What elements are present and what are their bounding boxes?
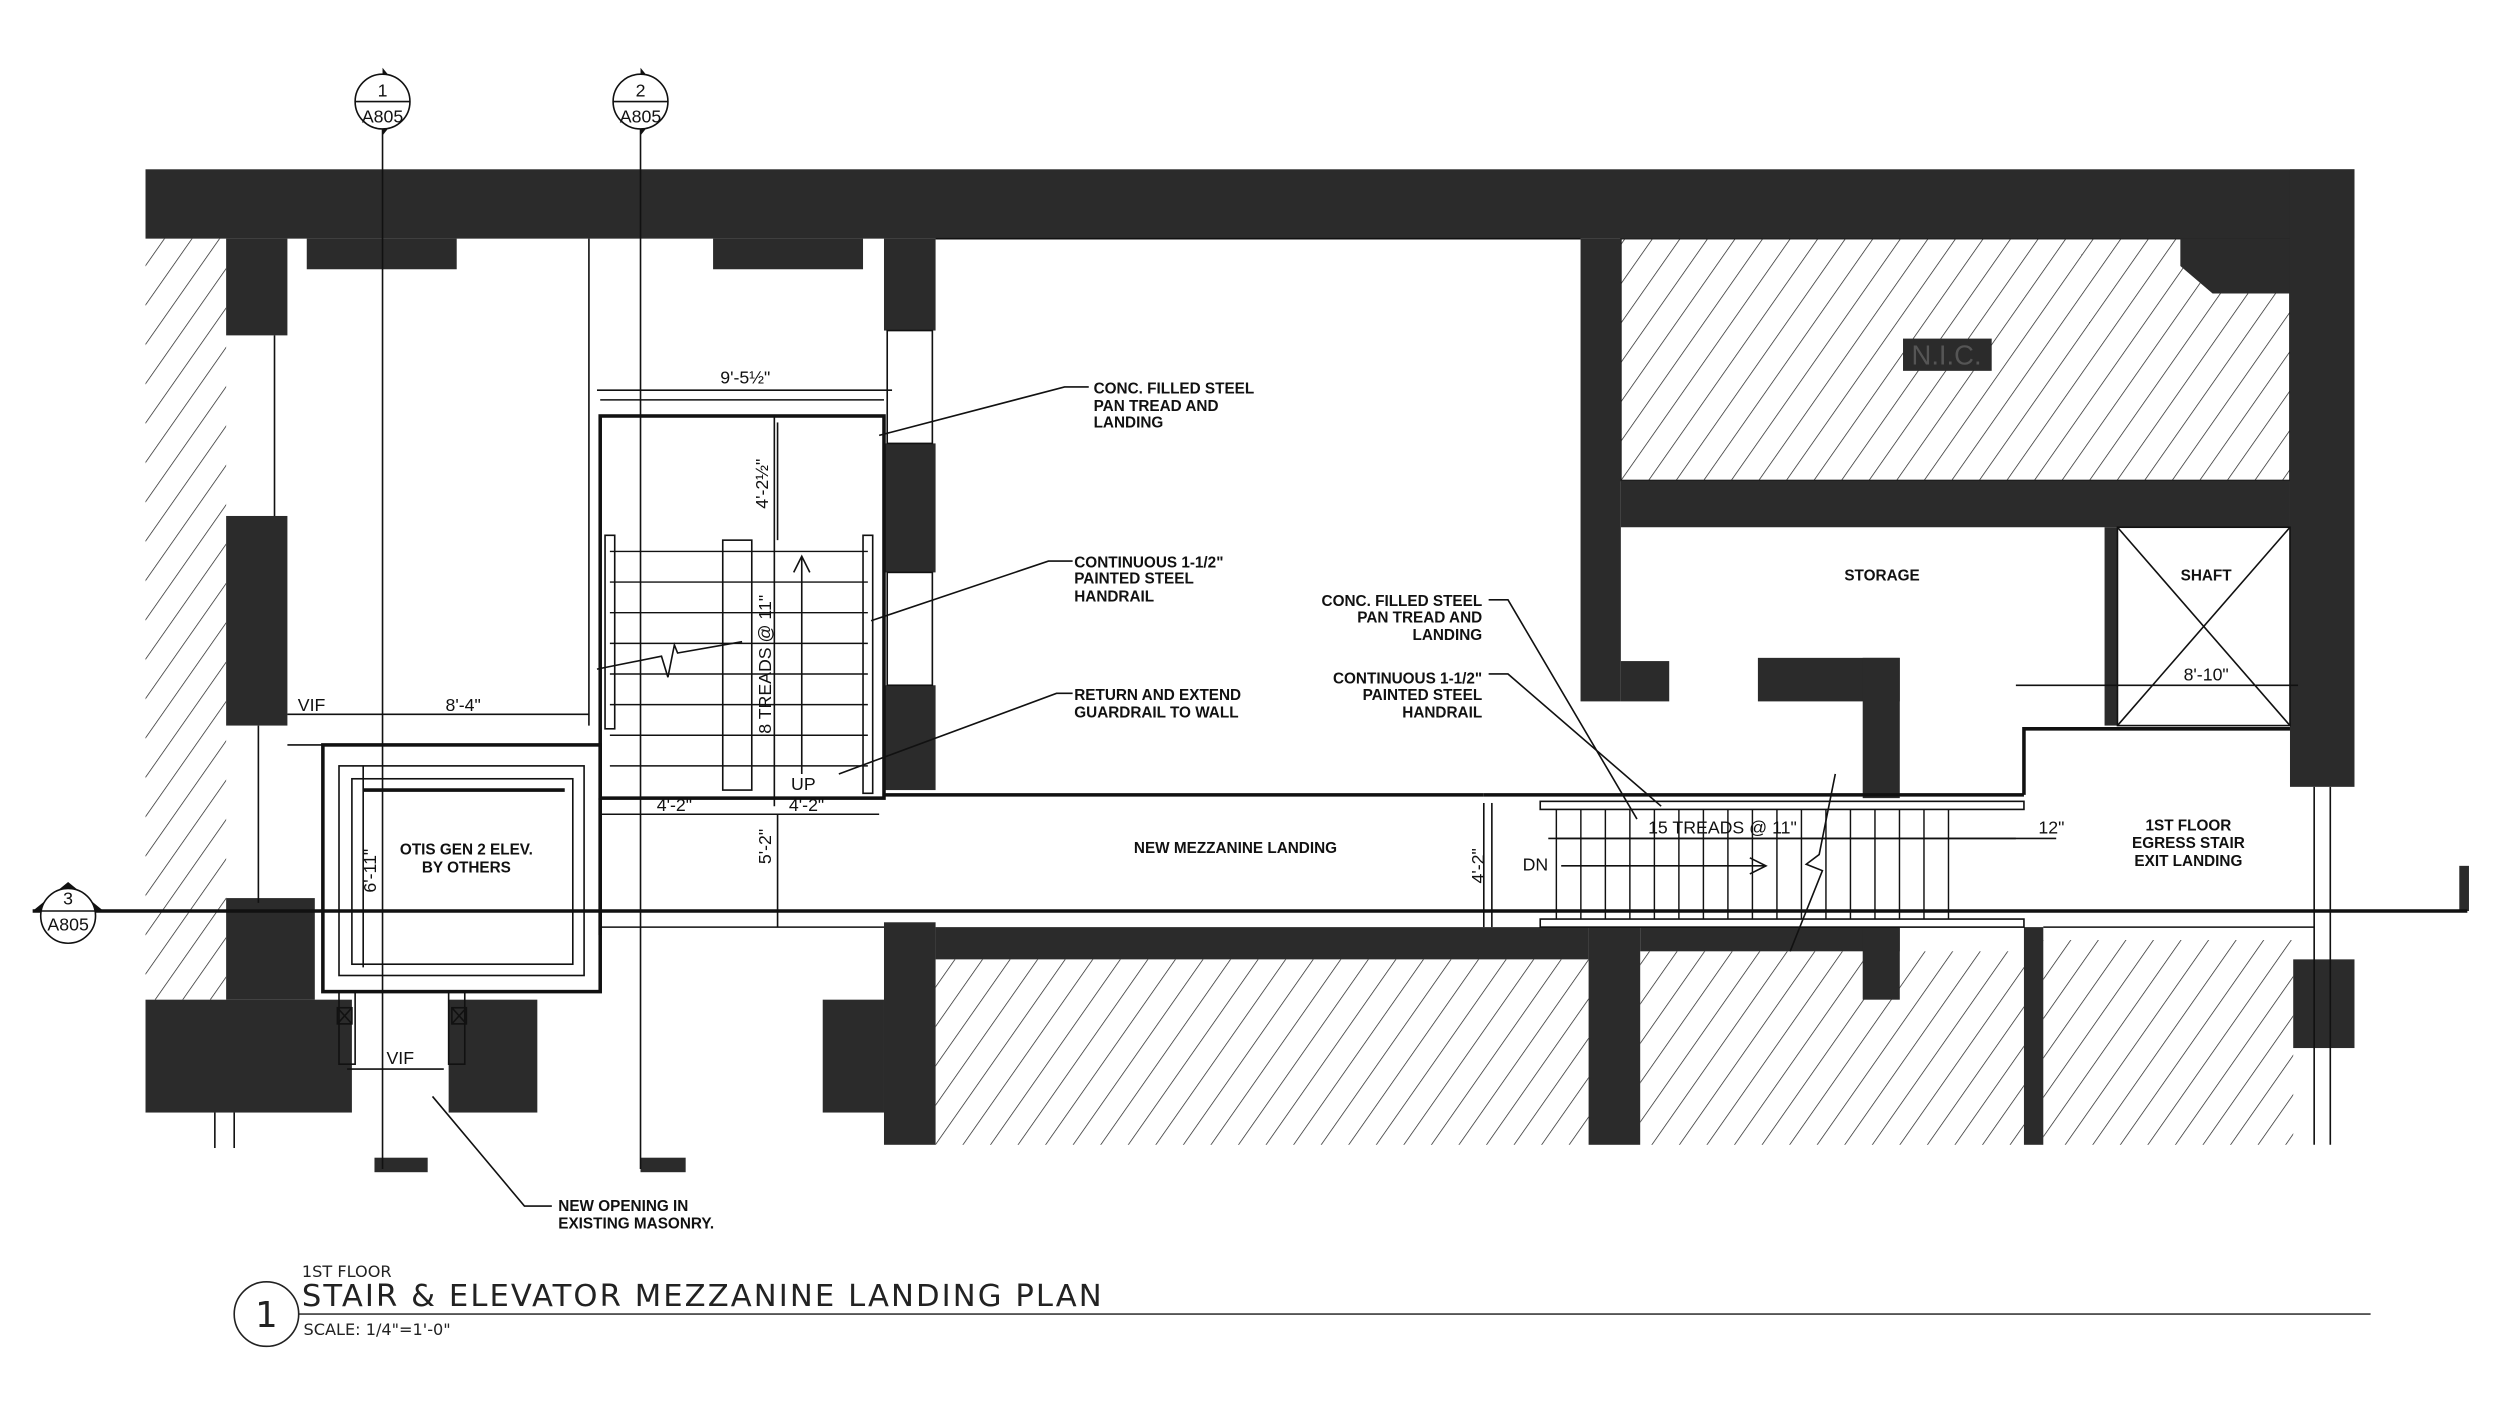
- marker-number: 1: [378, 81, 388, 101]
- drawing-title-block: 1 1ST FLOOR STAIR & ELEVATOR MEZZANINE L…: [233, 1262, 1102, 1348]
- note-guardrail: RETURN AND EXTEND GUARDRAIL TO WALL: [1074, 687, 1241, 722]
- svg-text:4'-2": 4'-2": [789, 795, 824, 815]
- svg-text:CONC. FILLED STEEL: CONC. FILLED STEEL: [1094, 380, 1255, 397]
- svg-text:HANDRAIL: HANDRAIL: [1074, 588, 1154, 605]
- svg-text:8'-4": 8'-4": [446, 695, 481, 715]
- svg-text:4'-2": 4'-2": [1468, 848, 1488, 883]
- landing-label: NEW MEZZANINE LANDING: [1134, 840, 1337, 857]
- svg-text:4'-2½": 4'-2½": [752, 459, 772, 509]
- svg-text:HANDRAIL: HANDRAIL: [1402, 705, 1482, 722]
- marker-number: 3: [63, 889, 73, 909]
- marker-sheet: A805: [362, 107, 404, 127]
- note-tread-2: CONC. FILLED STEEL PAN TREAD AND LANDING: [1322, 593, 1483, 644]
- svg-text:8'-10": 8'-10": [2184, 664, 2229, 684]
- elevator-label-1: OTIS GEN 2 ELEV.: [400, 842, 533, 859]
- note-tread-1: CONC. FILLED STEEL PAN TREAD AND LANDING: [1094, 380, 1255, 431]
- elevator-label-2: BY OTHERS: [422, 859, 511, 876]
- drawing-scale: SCALE: 1/4"=1'-0": [304, 1320, 451, 1339]
- svg-text:EXISTING MASONRY.: EXISTING MASONRY.: [558, 1216, 714, 1233]
- note-handrail-2: CONTINUOUS 1-1/2" PAINTED STEEL HANDRAIL: [1333, 671, 1482, 722]
- svg-text:4'-2": 4'-2": [657, 795, 692, 815]
- drawing-number: 1: [255, 1295, 278, 1336]
- svg-text:NEW OPENING IN: NEW OPENING IN: [558, 1198, 688, 1215]
- dimension-labels: 9'-5½" 4'-2½" 8 TREADS @ 11" UP VIF 8'-4…: [298, 368, 2229, 1068]
- svg-text:PAINTED STEEL: PAINTED STEEL: [1363, 687, 1483, 704]
- svg-text:LANDING: LANDING: [1094, 414, 1164, 431]
- marker-sheet: A805: [620, 107, 662, 127]
- svg-text:CONTINUOUS 1-1/2": CONTINUOUS 1-1/2": [1074, 555, 1223, 572]
- svg-text:VIF: VIF: [386, 1048, 414, 1068]
- section-marker-2[interactable]: 2 A805: [612, 67, 669, 136]
- section-marker-1[interactable]: 1 A805: [354, 67, 411, 136]
- storage-label: STORAGE: [1844, 567, 1919, 584]
- marker-sheet: A805: [47, 914, 89, 934]
- svg-text:6'-11": 6'-11": [360, 849, 380, 893]
- nic-label: N.I.C.: [1912, 339, 1982, 370]
- svg-text:9'-5½": 9'-5½": [720, 368, 770, 388]
- svg-text:CONC. FILLED STEEL: CONC. FILLED STEEL: [1322, 593, 1483, 610]
- svg-text:LANDING: LANDING: [1412, 627, 1482, 644]
- egress-label-3: EXIT LANDING: [2134, 853, 2242, 870]
- linework: [32, 128, 2468, 1316]
- note-handrail-1: CONTINUOUS 1-1/2" PAINTED STEEL HANDRAIL: [1074, 555, 1223, 606]
- svg-text:CONTINUOUS 1-1/2": CONTINUOUS 1-1/2": [1333, 671, 1482, 688]
- shaft-label: SHAFT: [2181, 567, 2233, 584]
- note-opening: NEW OPENING IN EXISTING MASONRY.: [558, 1198, 714, 1233]
- svg-text:GUARDRAIL TO WALL: GUARDRAIL TO WALL: [1074, 705, 1238, 722]
- svg-text:5'-2": 5'-2": [755, 829, 775, 864]
- svg-text:12": 12": [2038, 818, 2064, 838]
- svg-text:PAN TREAD AND: PAN TREAD AND: [1357, 609, 1482, 626]
- drawing-title: STAIR & ELEVATOR MEZZANINE LANDING PLAN: [302, 1279, 1102, 1314]
- svg-text:PAN TREAD AND: PAN TREAD AND: [1094, 398, 1219, 415]
- svg-text:PAINTED STEEL: PAINTED STEEL: [1074, 571, 1194, 588]
- egress-label-1: 1ST FLOOR: [2145, 817, 2231, 834]
- svg-text:8 TREADS @ 11": 8 TREADS @ 11": [755, 595, 775, 734]
- svg-text:DN: DN: [1523, 855, 1549, 875]
- svg-text:RETURN AND EXTEND: RETURN AND EXTEND: [1074, 687, 1241, 704]
- drawing-subtitle: 1ST FLOOR: [302, 1262, 392, 1281]
- svg-text:15 TREADS @ 11": 15 TREADS @ 11": [1648, 818, 1797, 838]
- svg-text:VIF: VIF: [298, 695, 326, 715]
- section-marker-3[interactable]: 3 A805: [32, 881, 104, 945]
- marker-number: 2: [636, 81, 646, 101]
- walls: [145, 169, 2469, 1173]
- svg-text:UP: UP: [791, 774, 816, 794]
- egress-label-2: EGRESS STAIR: [2132, 835, 2245, 852]
